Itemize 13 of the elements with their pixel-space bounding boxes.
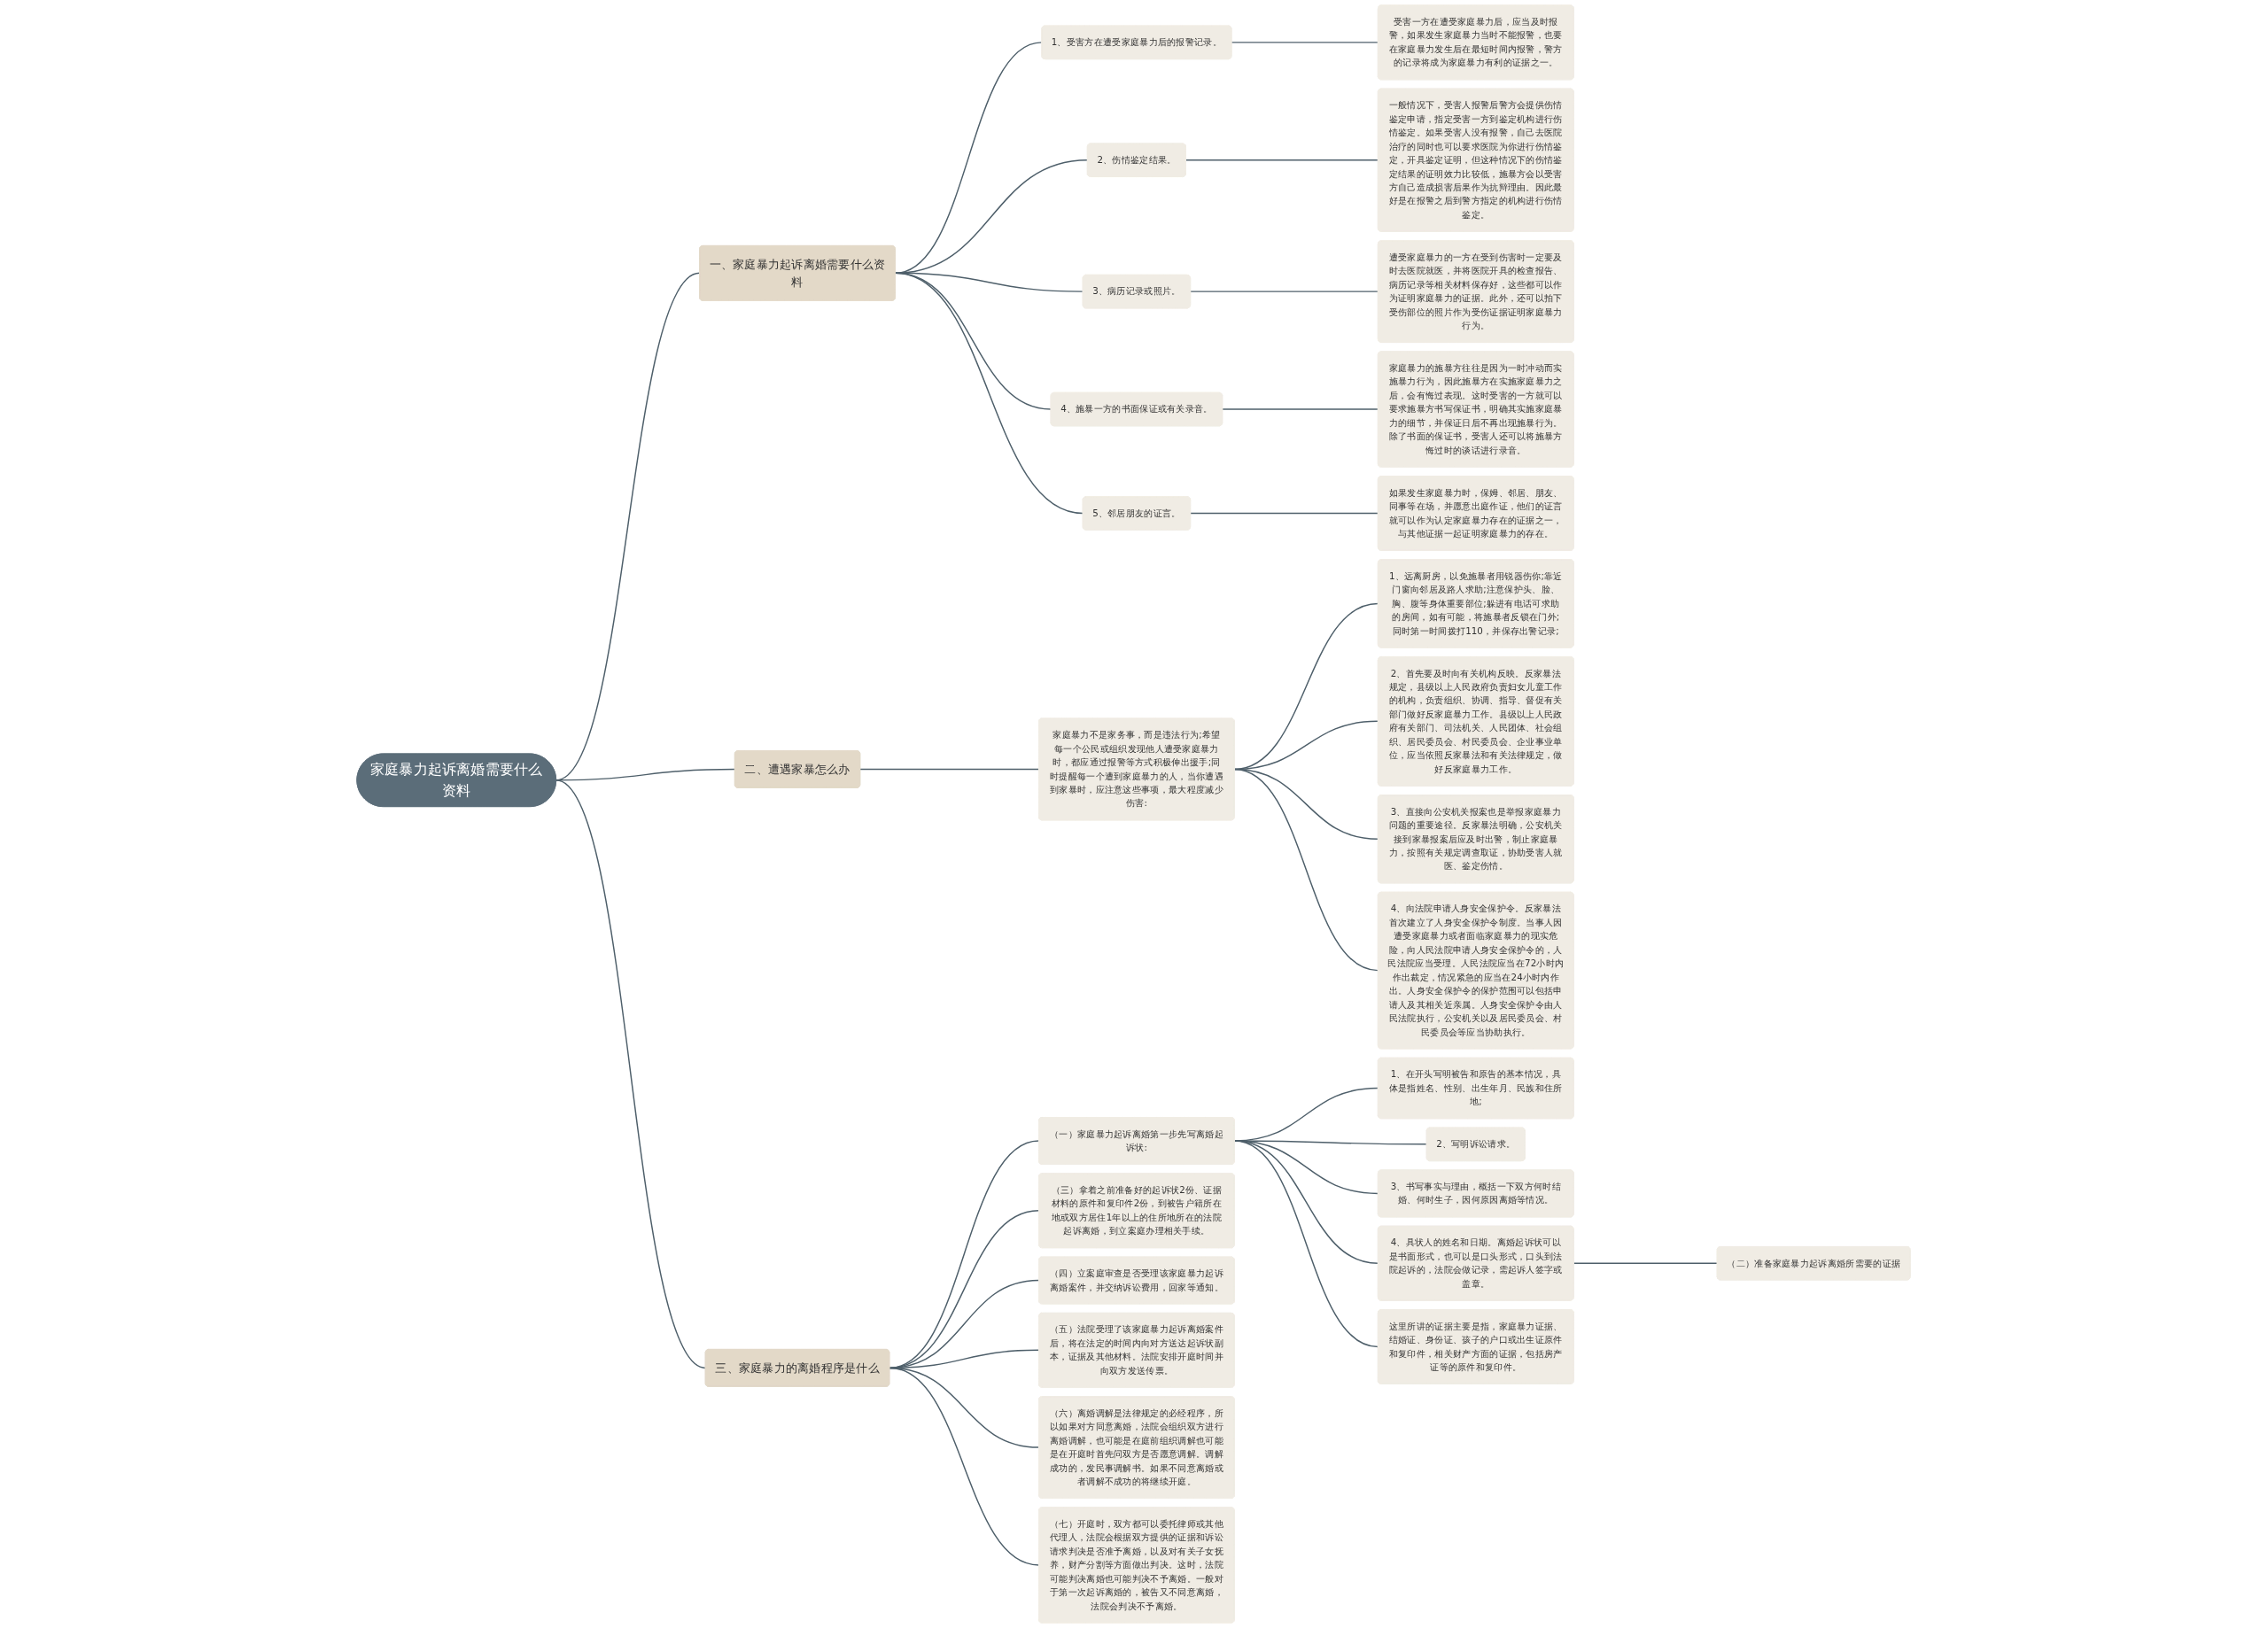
connector [1231,42,1379,43]
connector [1185,159,1379,161]
connector [889,1140,1040,1369]
connector [1190,512,1379,515]
connector [555,779,707,1369]
connector [1234,1140,1379,1348]
connector [895,42,1044,275]
connector [1573,1262,1719,1264]
connector [1190,291,1379,292]
connector [1222,408,1379,410]
connector [895,272,1084,515]
connector [1234,768,1379,972]
connector [859,768,1040,771]
